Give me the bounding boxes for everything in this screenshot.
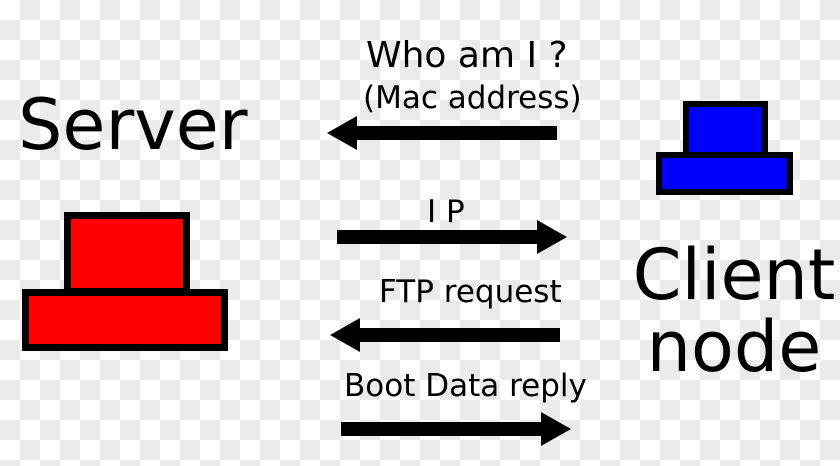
client-label: Client node	[614, 239, 840, 383]
client-label-line1: Client	[632, 234, 836, 316]
message-who-am-i-label: Who am I ?	[366, 35, 568, 76]
client-label-line2: node	[646, 306, 822, 388]
arrow-left-icon	[330, 318, 560, 352]
server-node-top-rect	[64, 212, 190, 295]
server-node-base-rect	[22, 289, 228, 351]
client-node-base-rect	[656, 152, 793, 195]
arrow-left-icon	[327, 116, 557, 150]
arrow-right-icon	[341, 412, 571, 446]
server-label: Server	[18, 84, 248, 166]
arrow-right-icon	[337, 220, 567, 254]
message-ip-label: I P	[427, 194, 465, 230]
client-node-top-rect	[683, 101, 768, 158]
message-who-am-i-sublabel: (Mac address)	[363, 80, 582, 116]
message-ftp-request-label: FTP request	[379, 274, 562, 310]
message-boot-data-reply-label: Boot Data reply	[344, 368, 587, 404]
